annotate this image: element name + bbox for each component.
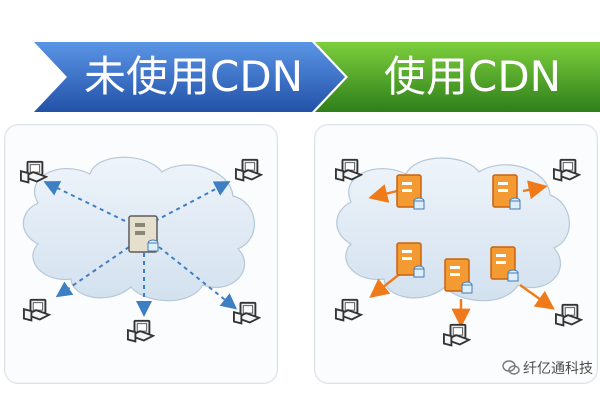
edge-server — [492, 174, 521, 210]
edge-arrow — [369, 272, 402, 298]
origin-server — [128, 215, 159, 253]
arrow-to-client-bottom-right — [158, 246, 238, 310]
client-computer — [443, 323, 471, 347]
banner-right-arrow — [315, 42, 600, 112]
client-computer — [555, 303, 583, 327]
orange-arrows — [368, 180, 555, 328]
wechat-icon — [502, 360, 520, 376]
edge-arrow — [522, 180, 548, 200]
banner-left-arrow — [34, 42, 345, 112]
client-computer — [20, 160, 48, 184]
watermark-text: 纤亿通科技 — [523, 361, 593, 377]
arrow-to-client-bottom-left — [55, 246, 130, 298]
client-computer — [335, 158, 363, 182]
watermark: 纤亿通科技 — [502, 358, 600, 382]
panel-without-cdn — [4, 124, 278, 384]
client-computer — [127, 319, 155, 343]
arrow-to-client-top-right — [154, 181, 231, 222]
edge-server — [396, 242, 425, 278]
arrow-to-client-top-left — [43, 181, 126, 222]
panel-with-cdn — [314, 124, 598, 384]
banner-left-label: 未使用CDN — [84, 52, 304, 101]
edge-server — [490, 246, 519, 282]
banner — [34, 42, 600, 112]
client-computer — [335, 298, 363, 322]
edge-server — [396, 174, 425, 210]
dotted-arrows — [43, 181, 238, 317]
edge-server — [444, 258, 473, 294]
edge-arrow — [519, 284, 555, 310]
client-computer — [235, 158, 263, 182]
client-computer — [233, 301, 261, 325]
banner-right-label: 使用CDN — [384, 52, 562, 101]
client-computer — [553, 158, 581, 182]
client-computer — [23, 298, 51, 322]
edge-arrow — [368, 184, 398, 203]
